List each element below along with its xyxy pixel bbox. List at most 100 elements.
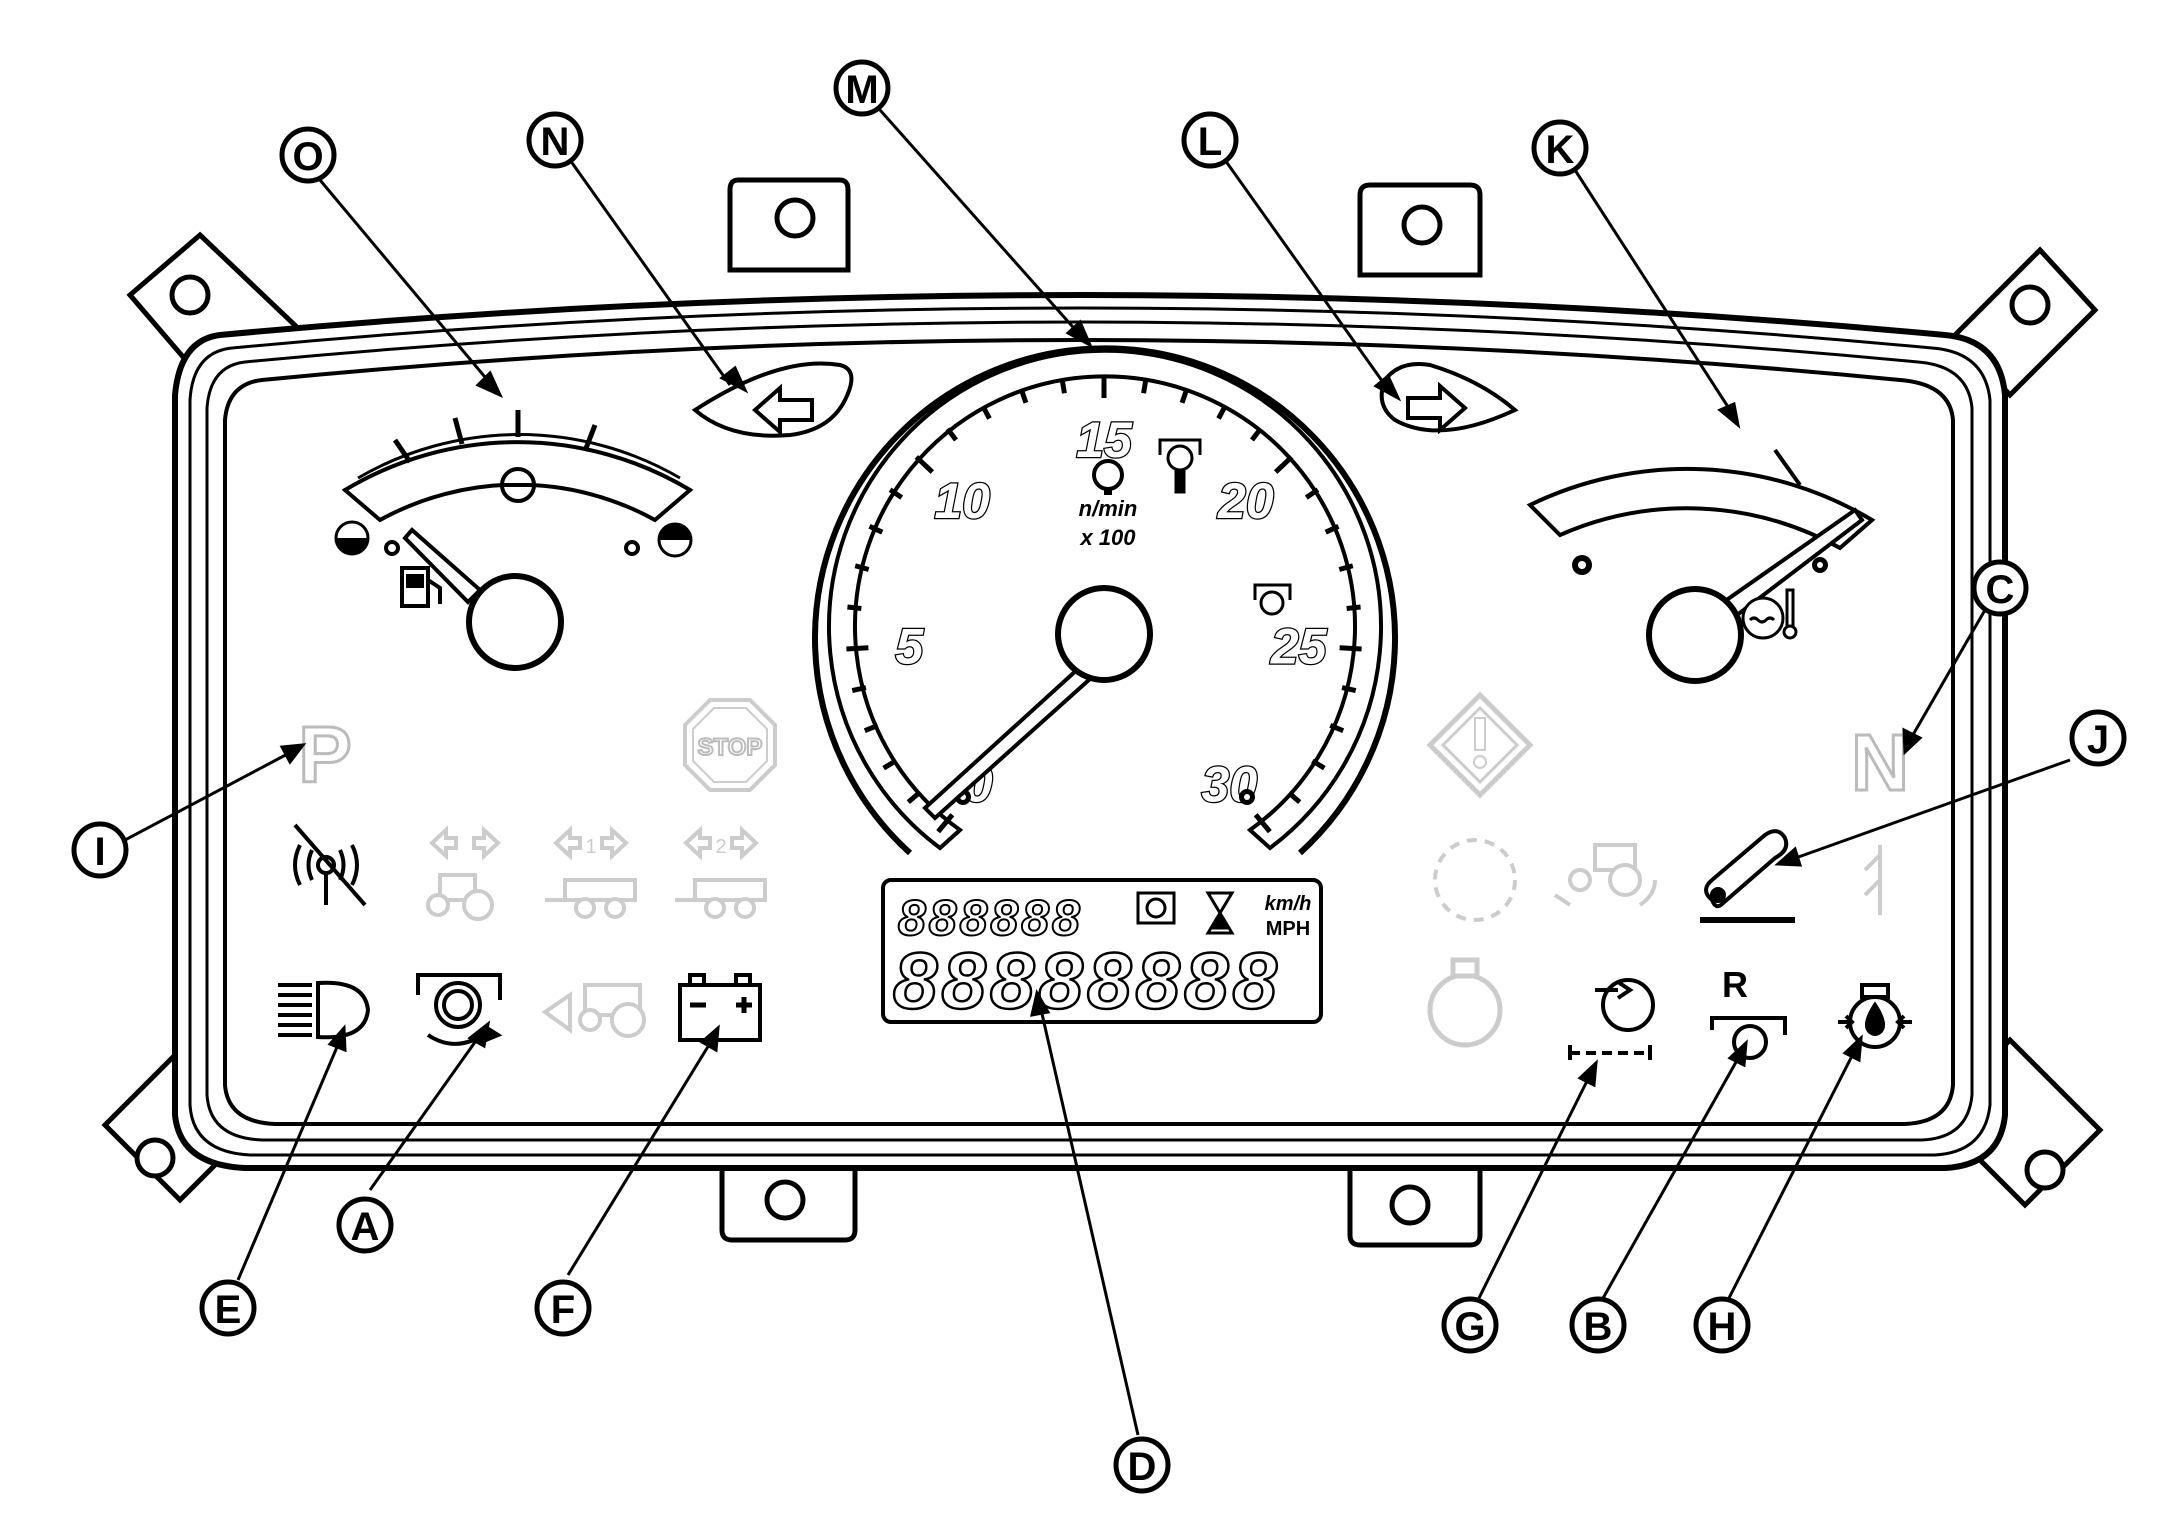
callout-G: G	[1441, 1296, 1499, 1354]
callout-L: L	[1181, 111, 1239, 169]
callout-leaders	[124, 109, 2071, 1436]
tach-tick	[1311, 758, 1326, 771]
tach-tick	[1273, 455, 1294, 474]
lcd-display: 888888 km/h MPH 88888888	[881, 878, 1323, 1026]
tach-unit-bottom: x 100	[1079, 525, 1136, 550]
tach-tick	[851, 685, 867, 694]
trailer-2-label: 2	[715, 836, 726, 858]
lcd-bottom-digits: 88888888	[893, 936, 1281, 1025]
lcd-pto-icon	[1136, 891, 1176, 925]
tractor-turn-indicator	[426, 825, 501, 921]
fuel-gauge	[334, 410, 694, 671]
callout-K: K	[1531, 119, 1589, 177]
park-indicator: P	[298, 710, 351, 799]
tach-tick	[1141, 379, 1149, 394]
temperature-needle-hub	[1646, 586, 1744, 684]
tach-label: 10	[934, 473, 990, 529]
fuel-needle	[402, 527, 483, 605]
range-letter: R	[1722, 964, 1748, 1005]
tach-tick	[1019, 388, 1029, 404]
hourglass-icon	[1205, 891, 1235, 935]
svg-text:E: E	[215, 1288, 242, 1332]
callout-D: D	[1113, 1436, 1171, 1494]
callout-J: J	[2069, 709, 2127, 767]
range-transmission-icon: R	[1710, 964, 1787, 1060]
tach-tick	[882, 758, 897, 771]
svg-text:M: M	[845, 68, 878, 112]
fuel-pump-icon	[400, 566, 442, 608]
right-arrow-icon	[1406, 381, 1469, 435]
tach-tick	[906, 791, 921, 805]
lcd-unit-mph: MPH	[1266, 918, 1310, 940]
trailer-2-turn-indicator: 2	[675, 825, 767, 919]
left-turn-indicator	[691, 361, 854, 438]
tach-tick	[846, 645, 869, 652]
transmission-icon	[416, 973, 503, 1046]
lcd-top-digits: 888888	[898, 890, 1083, 946]
park-brake-icon	[1700, 829, 1795, 923]
tach-tick	[914, 455, 935, 474]
pto-range-icon	[1253, 583, 1292, 616]
oil-pressure-icon	[1838, 983, 1912, 1049]
callout-M: M	[833, 59, 891, 117]
callout-O: O	[279, 126, 337, 184]
tach-tick	[1341, 685, 1357, 694]
callout-F: F	[534, 1279, 592, 1337]
tach-tick	[1329, 723, 1345, 733]
tach-tick	[1179, 388, 1189, 404]
temperature-gauge	[1526, 448, 1876, 684]
tach-tick	[1338, 563, 1354, 572]
tach-label: 5	[895, 618, 924, 674]
tach-tick	[847, 604, 862, 611]
svg-text:K: K	[1546, 128, 1575, 172]
callout-A: A	[336, 1196, 394, 1254]
tach-tick	[1324, 524, 1340, 535]
svg-text:B: B	[1584, 1305, 1613, 1349]
warning-diamond-icon	[1426, 691, 1534, 799]
tach-tick	[1059, 379, 1067, 394]
stop-sign-label: STOP	[698, 734, 763, 761]
svg-text:I: I	[94, 830, 105, 874]
tach-tick	[1216, 405, 1228, 420]
tach-tick	[1249, 427, 1263, 442]
neutral-indicator: N	[1851, 718, 1909, 807]
tach-tick	[854, 563, 870, 572]
tach-label: 20	[1217, 473, 1274, 529]
lcd-unit-kmh: km/h	[1265, 893, 1312, 915]
callout-N: N	[526, 111, 584, 169]
callouts: O N M L K C J I E A F D G B H	[71, 59, 2127, 1494]
high-beam-icon	[278, 980, 371, 1040]
tach-tick	[1253, 813, 1272, 834]
tach-tick	[936, 813, 955, 834]
svg-text:D: D	[1128, 1445, 1157, 1489]
fuel-needle-hub	[466, 573, 564, 671]
svg-text:A: A	[351, 1205, 380, 1249]
tractor-slip-icon	[1553, 843, 1657, 907]
tach-tick	[863, 723, 879, 733]
tach-tick	[945, 427, 959, 442]
engine-icon	[1427, 957, 1503, 1048]
svg-text:C: C	[1986, 568, 2015, 612]
tach-tick	[868, 524, 884, 535]
auto-mode-gear-icon	[1433, 838, 1517, 922]
tach-needle-hub	[1055, 585, 1153, 683]
svg-text:J: J	[2087, 718, 2109, 762]
engine-speed-icon: n/min x 100	[1079, 459, 1137, 550]
callout-H: H	[1693, 1296, 1751, 1354]
trailer-1-turn-indicator: 1	[545, 825, 637, 919]
stop-sign-icon: STOP	[683, 698, 777, 792]
tach-tick	[1304, 487, 1320, 500]
svg-text:F: F	[551, 1288, 575, 1332]
mount-hole	[169, 274, 211, 316]
left-arrow-icon	[751, 383, 814, 437]
svg-text:O: O	[292, 135, 323, 179]
callout-I: I	[71, 821, 129, 879]
tractor-reverse-icon	[541, 983, 646, 1038]
radar-off-icon	[293, 823, 367, 907]
tach-tick	[888, 487, 904, 500]
pto-rpm-icon	[1158, 438, 1202, 494]
tach-tick	[980, 405, 992, 420]
right-turn-indicator	[1379, 362, 1519, 435]
